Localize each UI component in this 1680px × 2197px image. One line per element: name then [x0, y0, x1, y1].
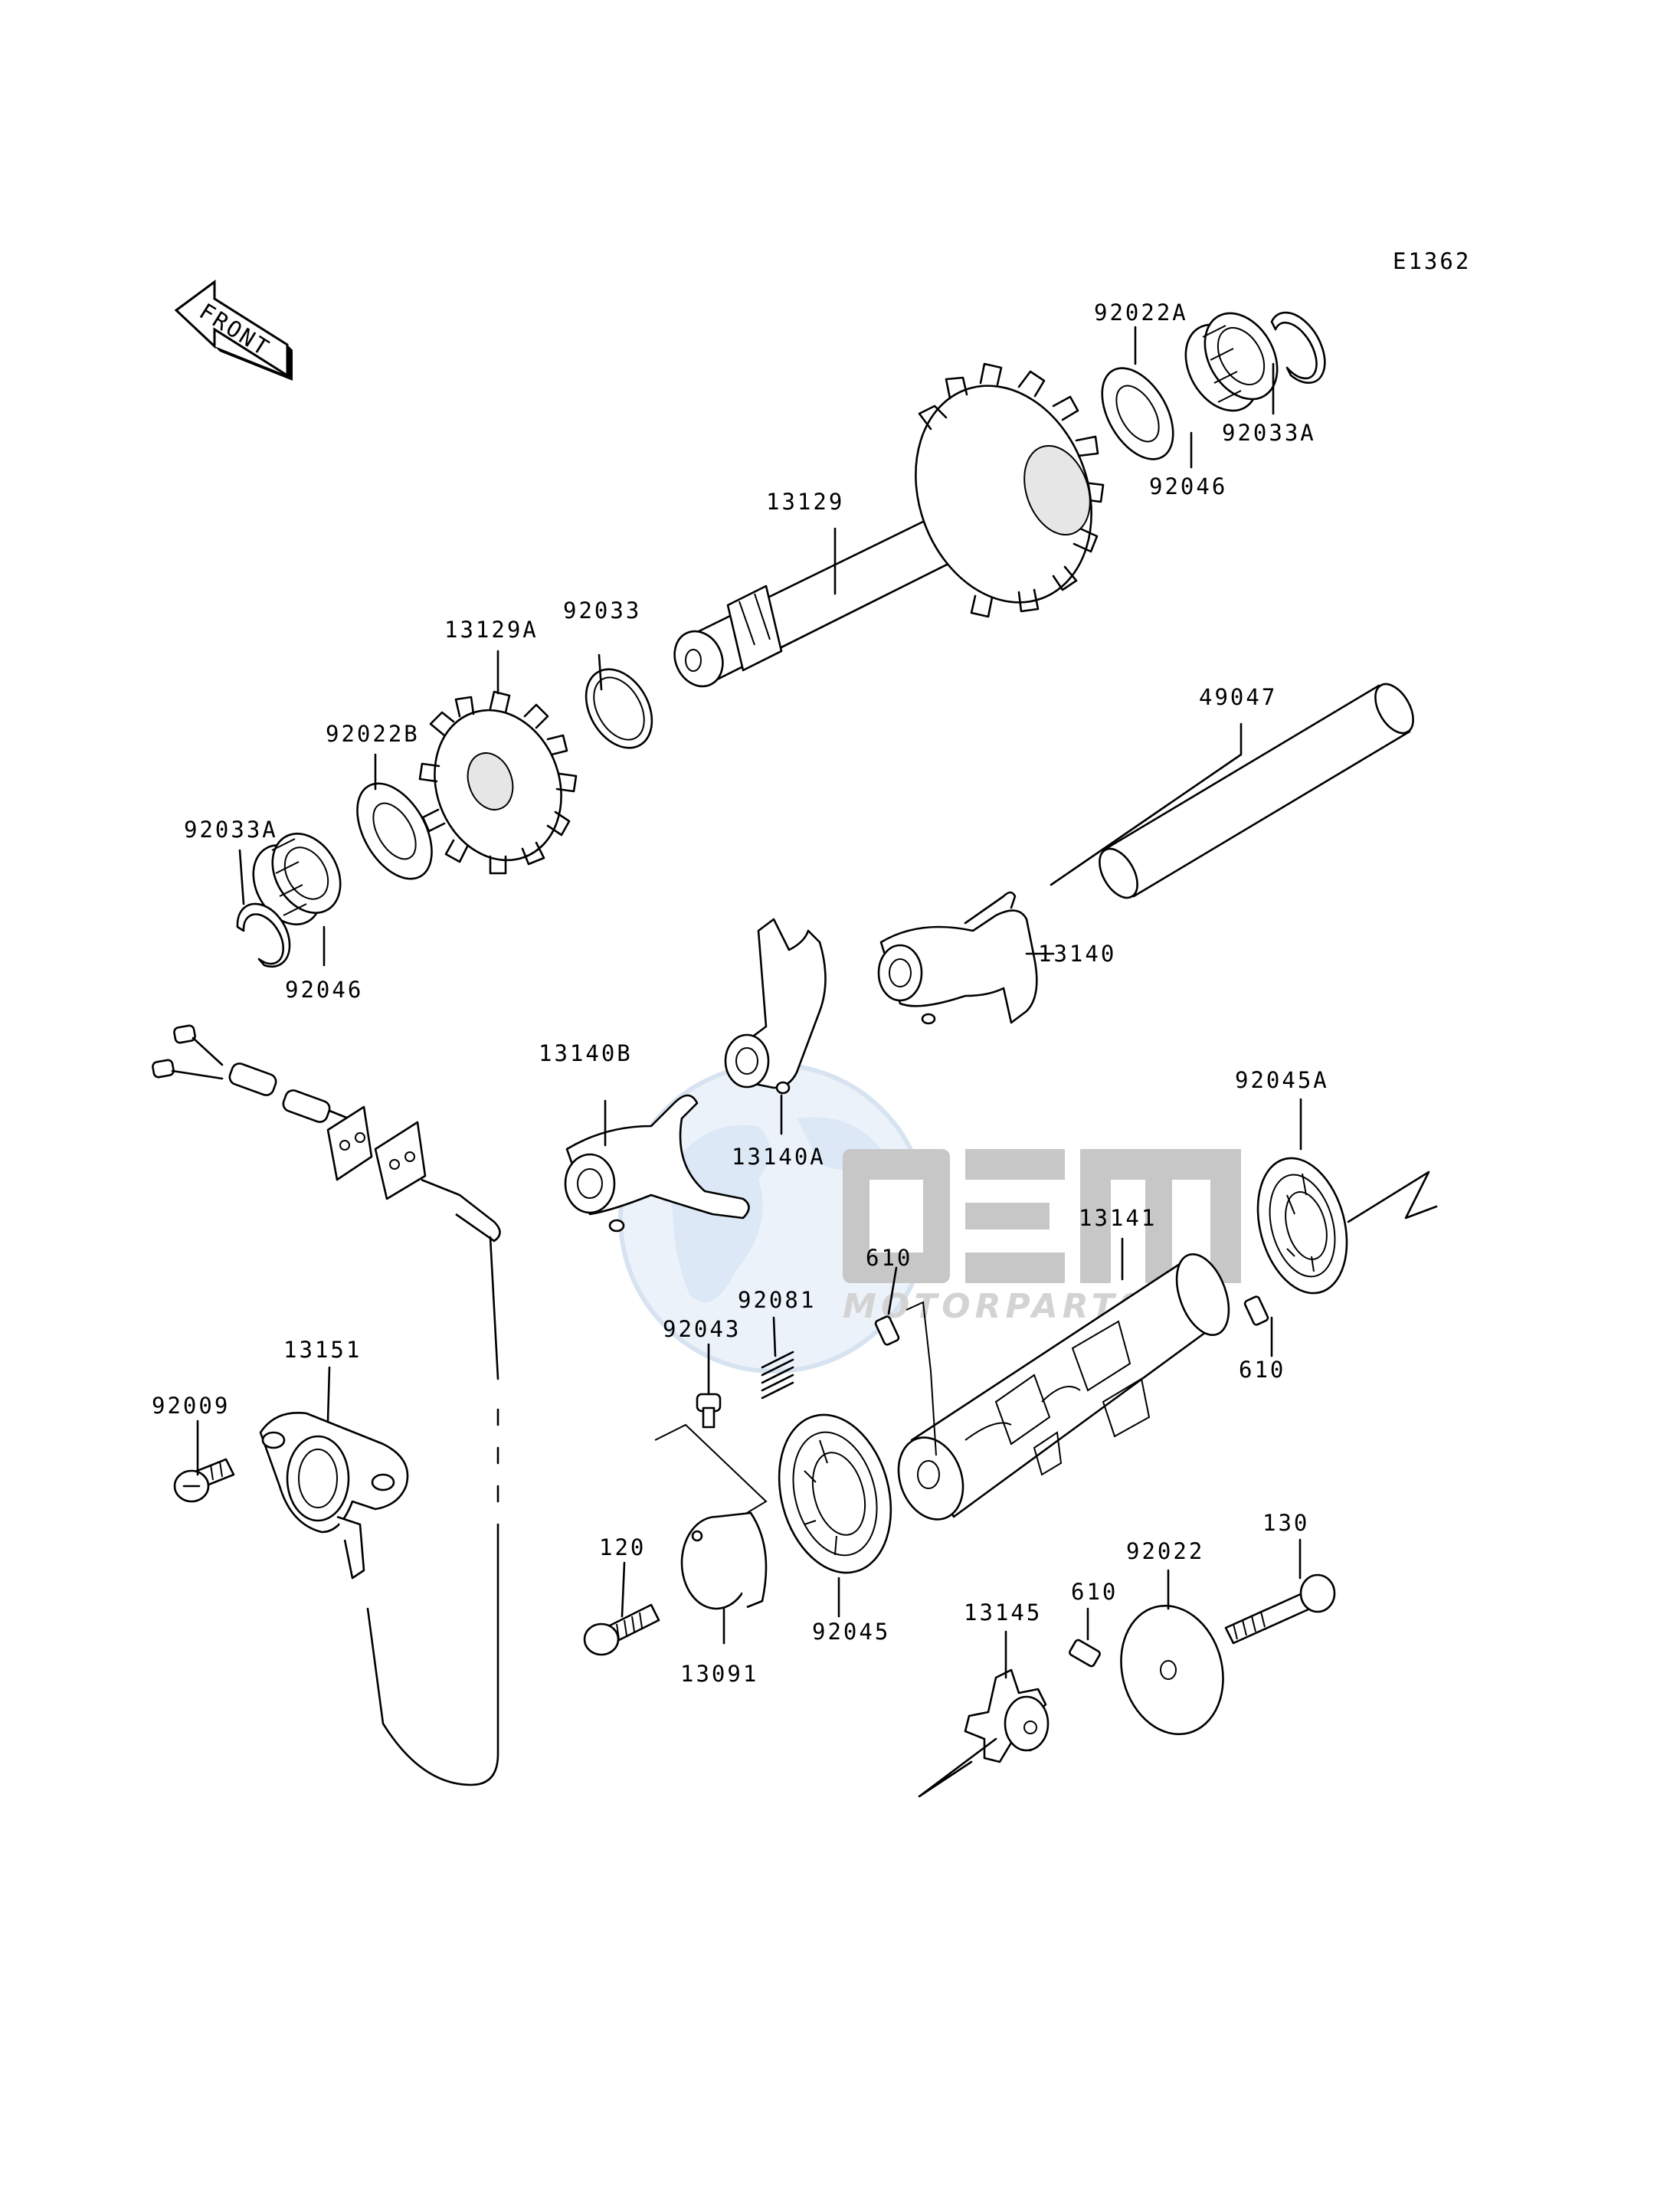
- label-92045A: 92045A: [1235, 1067, 1329, 1093]
- label-92009: 92009: [152, 1393, 230, 1419]
- label-92043: 92043: [663, 1316, 741, 1342]
- label-92022B: 92022B: [326, 721, 420, 747]
- label-49047: 49047: [1199, 684, 1277, 710]
- ball-bearing-92045: [778, 1413, 892, 1574]
- needle-bearing-92046-top: [1184, 312, 1279, 412]
- label-92045: 92045: [812, 1619, 890, 1645]
- label-13129: 13129: [766, 489, 844, 515]
- washer-92022: [1120, 1604, 1224, 1736]
- label-92033: 92033: [563, 598, 641, 624]
- label-92046-left: 92046: [285, 977, 363, 1003]
- diagram-code: E1362: [1393, 248, 1471, 274]
- countershaft-13129: [673, 362, 1105, 688]
- circlip-92033: [585, 668, 653, 749]
- label-92046-top: 92046: [1149, 473, 1227, 499]
- screw-92009: [173, 1458, 235, 1503]
- bolt-130: [1224, 1573, 1336, 1645]
- pin-92043: [696, 1393, 722, 1429]
- label-13129A: 13129A: [444, 617, 539, 643]
- washer-92022B: [356, 782, 433, 880]
- label-13141: 13141: [1079, 1205, 1157, 1231]
- label-92022: 92022: [1126, 1538, 1204, 1564]
- front-arrow-icon: FRONT: [174, 280, 293, 381]
- shift-fork-13140A: [724, 918, 827, 1095]
- label-120: 120: [599, 1534, 646, 1560]
- cam-13091: [680, 1511, 768, 1610]
- label-610-b: 610: [1239, 1357, 1285, 1383]
- label-13151: 13151: [283, 1337, 362, 1363]
- shift-fork-13140: [877, 891, 1038, 1025]
- label-610-a: 610: [866, 1245, 912, 1271]
- circlip-92033A-left: [236, 902, 291, 968]
- label-13140B: 13140B: [539, 1040, 633, 1066]
- leader-lines: [196, 326, 1302, 1679]
- circlip-92033A-top: [1270, 311, 1326, 384]
- label-92081: 92081: [738, 1287, 816, 1313]
- wire-connector-harness: [152, 1024, 501, 1786]
- drum-star-13145: [964, 1668, 1050, 1763]
- neutral-switch-13151: [259, 1412, 409, 1580]
- label-13140A: 13140A: [732, 1144, 826, 1170]
- callout-labels: 92022A 92033A 92046 13129 92033 13129A 9…: [152, 300, 1329, 1687]
- oem-motorparts-watermark: MOTORPARTS: [618, 1062, 1241, 1374]
- label-92033A-top: 92033A: [1222, 420, 1316, 446]
- shift-drum-13141: [897, 1253, 1230, 1521]
- ball-bearing-92045A: [1256, 1157, 1348, 1295]
- gear-13129A: [418, 690, 578, 875]
- washer-92022A: [1101, 367, 1174, 460]
- label-92033A-left: 92033A: [184, 817, 278, 843]
- pin-610-b: [1243, 1295, 1269, 1326]
- bolt-120: [583, 1603, 660, 1656]
- label-130: 130: [1262, 1510, 1309, 1536]
- pin-610-c: [1069, 1639, 1101, 1668]
- shift-rod-49047: [1099, 683, 1414, 899]
- label-92022A: 92022A: [1094, 300, 1188, 326]
- pin-610-a: [874, 1315, 900, 1346]
- shift-fork-13140B: [564, 1094, 750, 1233]
- label-610-c: 610: [1071, 1579, 1118, 1605]
- label-13091: 13091: [680, 1661, 758, 1687]
- label-13145: 13145: [964, 1599, 1042, 1626]
- spring-92081: [761, 1351, 794, 1400]
- needle-bearing-92046-left: [252, 833, 342, 925]
- label-13140: 13140: [1038, 941, 1116, 967]
